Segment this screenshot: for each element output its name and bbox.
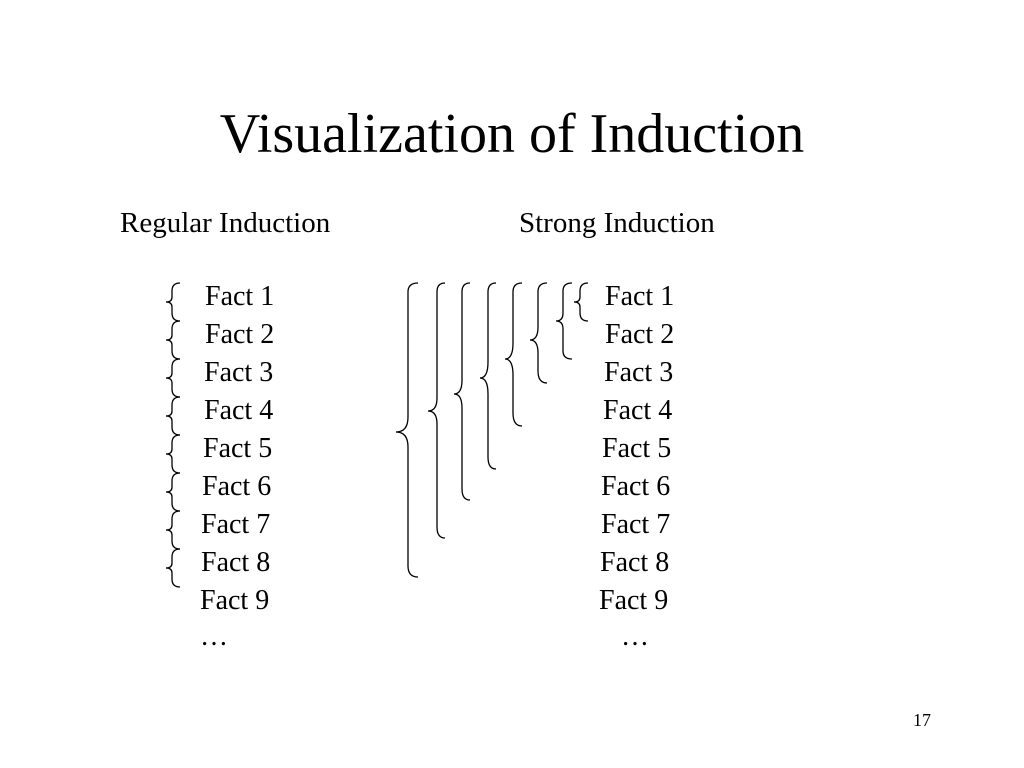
regular-fact-8: Fact 8 — [201, 547, 271, 578]
regular-fact-2: Fact 2 — [205, 319, 275, 350]
regular-brace-7 — [165, 510, 181, 550]
regular-fact-1: Fact 1 — [205, 281, 275, 312]
strong-fact-9: Fact 9 — [599, 585, 669, 616]
regular-fact-6: Fact 6 — [202, 471, 272, 502]
regular-fact-5: Fact 5 — [203, 433, 273, 464]
regular-brace-8 — [165, 548, 181, 588]
strong-fact-5: Fact 5 — [602, 433, 672, 464]
strong-fact-2: Fact 2 — [605, 319, 675, 350]
strong-brace-8 — [395, 282, 419, 578]
regular-fact-9: Fact 9 — [200, 585, 270, 616]
strong-fact-8: Fact 8 — [600, 547, 670, 578]
regular-brace-3 — [165, 358, 181, 398]
strong-brace-6 — [453, 282, 471, 501]
strong-fact-7: Fact 7 — [601, 509, 671, 540]
strong-braces — [395, 282, 589, 578]
regular-brace-1 — [165, 282, 181, 322]
strong-brace-5 — [479, 282, 497, 470]
regular-fact-4: Fact 4 — [204, 395, 274, 426]
page-number: 17 — [913, 710, 931, 730]
regular-brace-2 — [165, 320, 181, 360]
strong-brace-2 — [555, 282, 573, 360]
regular-brace-5 — [165, 434, 181, 474]
strong-fact-3: Fact 3 — [604, 357, 674, 388]
regular-brace-4 — [165, 396, 181, 436]
regular-ellipsis: … — [200, 621, 228, 652]
regular-induction-heading: Regular Induction — [120, 207, 331, 239]
strong-brace-3 — [529, 282, 548, 384]
strong-fact-6: Fact 6 — [601, 471, 671, 502]
slide-title: Visualization of Induction — [219, 103, 805, 165]
strong-brace-1 — [573, 282, 589, 322]
regular-brace-6 — [165, 472, 181, 512]
regular-braces — [165, 282, 181, 588]
strong-fact-1: Fact 1 — [605, 281, 675, 312]
strong-fact-4: Fact 4 — [603, 395, 673, 426]
strong-ellipsis: … — [621, 621, 649, 652]
strong-brace-7 — [427, 282, 446, 539]
regular-fact-7: Fact 7 — [201, 509, 271, 540]
strong-induction-heading: Strong Induction — [519, 207, 715, 239]
regular-fact-3: Fact 3 — [204, 357, 274, 388]
strong-brace-4 — [504, 282, 523, 427]
